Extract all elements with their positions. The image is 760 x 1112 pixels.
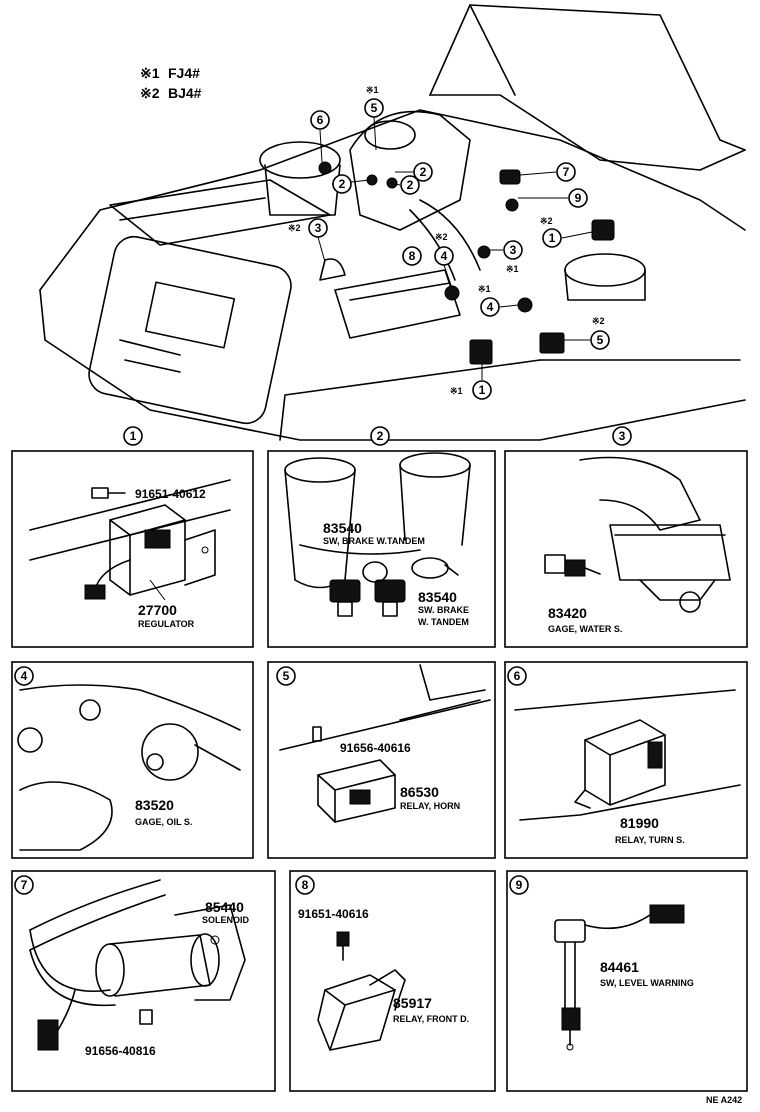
callout-7	[556, 162, 576, 182]
callout-3-right	[503, 240, 523, 260]
callout-4-right	[480, 297, 500, 317]
svg-text:7: 7	[563, 165, 570, 179]
svg-text:6: 6	[317, 113, 324, 127]
panel-level-switch: 9 84461 SW, LEVEL WARNING	[506, 870, 748, 1092]
svg-text:85917: 85917	[393, 995, 432, 1011]
svg-text:83520: 83520	[135, 797, 174, 813]
svg-text:7: 7	[21, 878, 28, 892]
svg-text:※1: ※1	[478, 284, 491, 294]
panel-regulator: 91651-40612 27700 REGULATOR	[11, 450, 254, 648]
svg-text:※2: ※2	[540, 216, 553, 226]
callout-3-left	[308, 218, 328, 238]
svg-text:5: 5	[283, 669, 290, 683]
svg-text:91656-40816: 91656-40816	[85, 1044, 156, 1058]
callout-5-bottom	[590, 330, 610, 350]
svg-text:9: 9	[516, 878, 523, 892]
svg-text:1: 1	[130, 429, 137, 443]
svg-text:83540: 83540	[323, 520, 362, 536]
svg-text:RELAY, FRONT D.: RELAY, FRONT D.	[393, 1014, 469, 1024]
svg-text:1: 1	[549, 231, 556, 245]
panel-horn-relay: 5 91656-40616 86530 RELAY, HORN	[267, 661, 496, 859]
svg-text:8: 8	[302, 878, 309, 892]
svg-text:SW. BRAKE: SW. BRAKE	[418, 605, 469, 615]
svg-text:※2: ※2	[288, 223, 301, 233]
svg-text:BJ4#: BJ4#	[168, 85, 202, 101]
svg-text:SW, BRAKE W.TANDEM: SW, BRAKE W.TANDEM	[323, 536, 425, 546]
callout-8	[402, 246, 422, 266]
callout-2-mid	[400, 175, 420, 195]
svg-text:REGULATOR: REGULATOR	[138, 619, 195, 629]
svg-text:GAGE, WATER S.: GAGE, WATER S.	[548, 624, 622, 634]
svg-text:SOLENOID: SOLENOID	[202, 915, 250, 925]
svg-text:W. TANDEM: W. TANDEM	[418, 617, 469, 627]
panel-front-relay: 8 91651-40616 85917 RELAY, FRONT D.	[289, 870, 496, 1092]
svg-text:9: 9	[575, 191, 582, 205]
svg-text:RELAY, TURN S.: RELAY, TURN S.	[615, 835, 685, 845]
svg-text:8: 8	[409, 249, 416, 263]
panel-headers: 1 2 3	[123, 426, 632, 446]
svg-text:4: 4	[487, 300, 494, 314]
svg-text:91651-40616: 91651-40616	[298, 907, 369, 921]
svg-text:GAGE, OIL S.: GAGE, OIL S.	[135, 817, 192, 827]
svg-text:4: 4	[21, 669, 28, 683]
svg-text:84461: 84461	[600, 959, 639, 975]
svg-text:83420: 83420	[548, 605, 587, 621]
svg-text:5: 5	[371, 101, 378, 115]
svg-text:RELAY, HORN: RELAY, HORN	[400, 801, 460, 811]
svg-text:3: 3	[315, 221, 322, 235]
svg-text:86530: 86530	[400, 784, 439, 800]
model-legend: ※1 FJ4# ※2 BJ4#	[140, 65, 202, 101]
callout-4-mid	[434, 246, 454, 266]
svg-text:2: 2	[377, 429, 384, 443]
legend-item-1: ※1	[140, 65, 160, 81]
callout-2-left	[332, 174, 352, 194]
panel-water-gage: 83420 GAGE, WATER S.	[504, 450, 748, 648]
svg-text:※1: ※1	[506, 264, 519, 274]
overview-callouts: 6 ※1 5 2 2 2 7 9 ※2 1 ※2 3 8 ※2 4	[288, 85, 610, 400]
callout-1-bottom	[472, 380, 492, 400]
svg-text:2: 2	[420, 165, 427, 179]
engine-overview	[39, 4, 746, 441]
svg-text:※1: ※1	[450, 386, 463, 396]
svg-text:81990: 81990	[620, 815, 659, 831]
footer-code: NE A242	[706, 1095, 742, 1105]
panel-solenoid: 7 85440 SOLENOID 91656-40816	[11, 870, 276, 1092]
svg-text:SW, LEVEL WARNING: SW, LEVEL WARNING	[600, 978, 694, 988]
svg-text:3: 3	[619, 429, 626, 443]
svg-text:※1: ※1	[366, 85, 379, 95]
panel-brake-switch: 83540 SW, BRAKE W.TANDEM 83540 SW. BRAKE…	[267, 450, 496, 648]
callout-2-right	[413, 162, 433, 182]
panel-turn-relay: 6 81990 RELAY, TURN S.	[504, 661, 748, 859]
callout-6	[310, 110, 330, 130]
svg-text:FJ4#: FJ4#	[168, 65, 200, 81]
svg-text:※2: ※2	[435, 232, 448, 242]
svg-text:1: 1	[479, 383, 486, 397]
svg-text:3: 3	[510, 243, 517, 257]
svg-text:91651-40612: 91651-40612	[135, 487, 206, 501]
svg-text:83540: 83540	[418, 589, 457, 605]
svg-text:5: 5	[597, 333, 604, 347]
svg-text:27700: 27700	[138, 602, 177, 618]
callout-1-top	[542, 228, 562, 248]
callout-5-top	[364, 98, 384, 118]
svg-text:2: 2	[339, 177, 346, 191]
svg-text:6: 6	[514, 669, 521, 683]
svg-text:4: 4	[441, 249, 448, 263]
panel-oil-gage: 4 83520 GAGE, OIL S.	[11, 661, 254, 859]
legend-item-2: ※2	[140, 85, 160, 101]
svg-text:91656-40616: 91656-40616	[340, 741, 411, 755]
callout-9	[568, 188, 588, 208]
svg-text:85440: 85440	[205, 899, 244, 915]
svg-text:2: 2	[407, 178, 414, 192]
svg-text:※2: ※2	[592, 316, 605, 326]
